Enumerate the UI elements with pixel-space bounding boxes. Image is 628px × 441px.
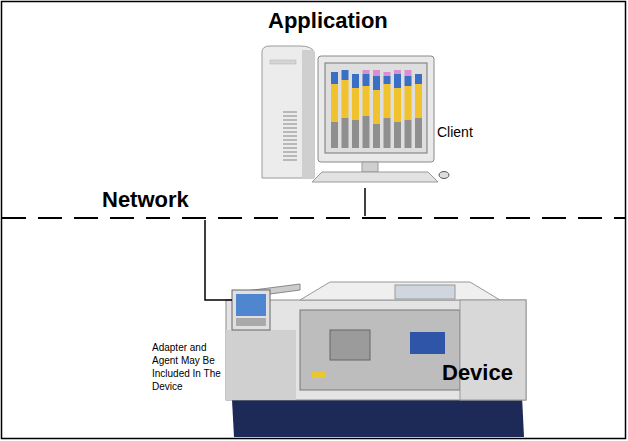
tower-case bbox=[262, 46, 314, 178]
application-band: ApplicationClient bbox=[2, 2, 626, 214]
machine-base bbox=[232, 396, 524, 437]
network-connector bbox=[205, 220, 232, 300]
network-connector bbox=[364, 188, 366, 216]
device-node: Device bbox=[232, 278, 528, 438]
drive-slot bbox=[270, 60, 296, 64]
chart-bars-blue bbox=[331, 70, 422, 90]
tower-vents bbox=[283, 112, 297, 160]
section-heading: Application bbox=[268, 8, 388, 34]
machine-chuck bbox=[330, 330, 370, 360]
control-keys bbox=[236, 318, 266, 326]
lathe-machine bbox=[226, 282, 526, 437]
control-panel bbox=[232, 290, 270, 330]
monitor-bezel bbox=[318, 56, 434, 162]
section-heading: Device bbox=[442, 360, 513, 386]
monitor-screen bbox=[325, 63, 427, 153]
monitor-base bbox=[312, 172, 438, 182]
client-computer bbox=[262, 46, 449, 182]
client-label: Client bbox=[437, 124, 473, 141]
section-heading: Network bbox=[102, 187, 189, 213]
client-computer-node: Client bbox=[258, 42, 454, 188]
chart-bars-pink bbox=[363, 70, 412, 76]
machine-door bbox=[300, 310, 460, 390]
mouse bbox=[439, 172, 449, 179]
note-text: Adapter and Agent May Be Included In The… bbox=[152, 341, 232, 393]
monitor-neck bbox=[362, 162, 378, 172]
machine-top-housing bbox=[300, 282, 500, 300]
machine-body bbox=[226, 300, 526, 400]
machine-tool-block bbox=[410, 332, 445, 354]
machine-top-window bbox=[395, 285, 455, 299]
network-dashed-line bbox=[2, 217, 626, 219]
machine-left-panel bbox=[226, 330, 296, 400]
control-screen bbox=[236, 294, 266, 316]
machine-sticker bbox=[312, 372, 326, 378]
tower-side bbox=[302, 50, 314, 178]
network-line-node: Network bbox=[2, 216, 626, 220]
